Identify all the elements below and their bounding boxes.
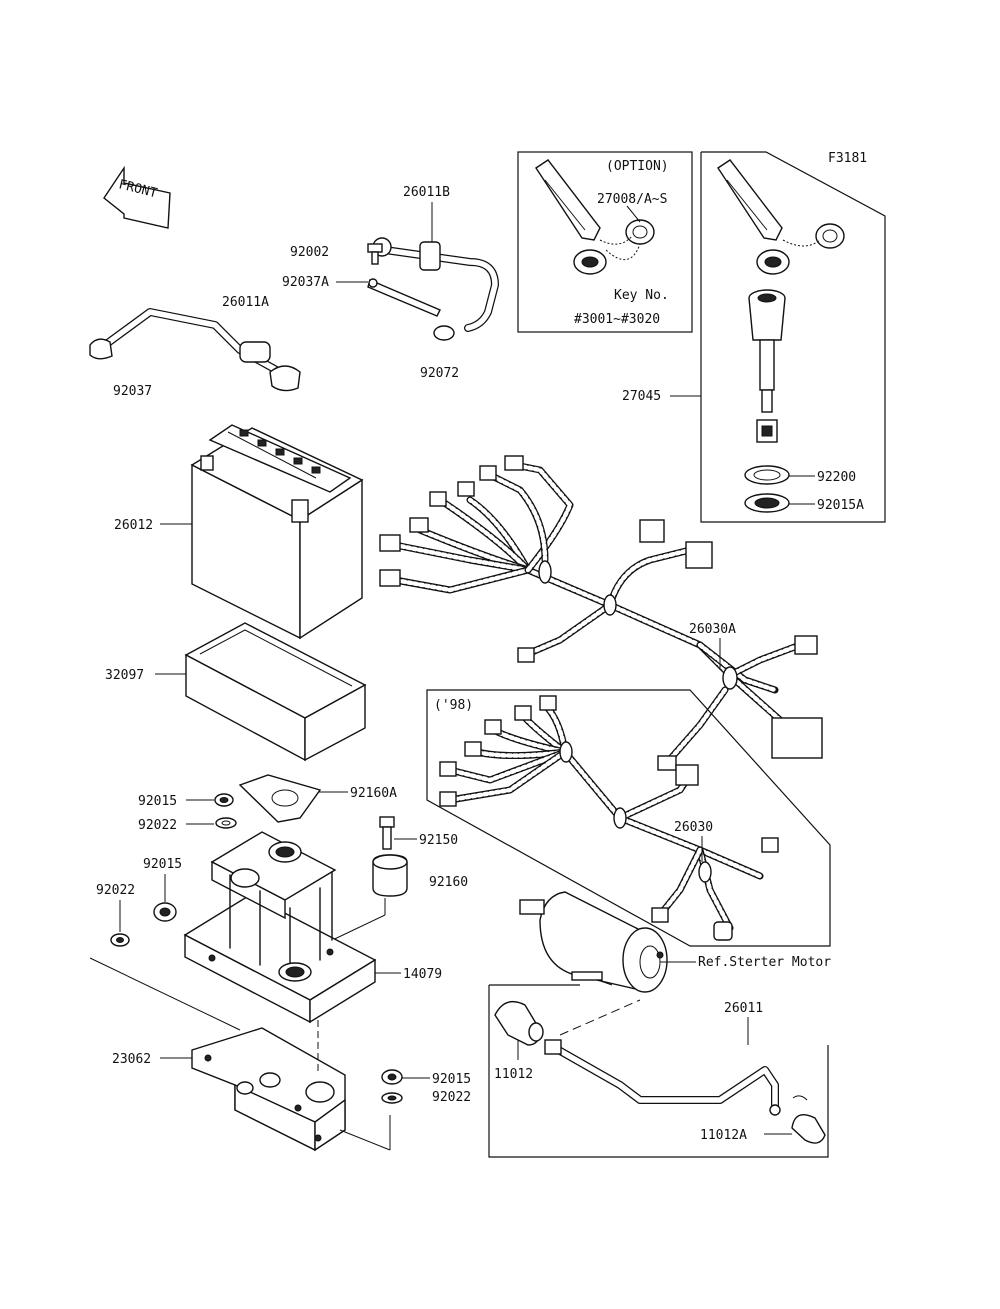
damper-92160-icon <box>372 854 408 897</box>
washer-92022-lower-icon <box>381 1092 403 1104</box>
label-92015-mid: 92015 <box>143 857 182 872</box>
cap-11012-icon <box>494 1001 544 1046</box>
starter-motor-icon <box>519 891 668 993</box>
front-arrow-icon: FRONT <box>103 165 171 229</box>
nut-92015-mid-icon <box>153 902 177 922</box>
ignition-frame <box>700 151 886 523</box>
label-92015-upper: 92015 <box>138 794 177 809</box>
nut-92015-icon <box>214 793 234 807</box>
ignition-switch-icon <box>748 289 786 443</box>
band-92037-icon <box>119 427 158 468</box>
starter-cable-26011-icon <box>544 1039 781 1116</box>
washer-92200-icon <box>744 465 790 485</box>
battery-cable-26011a-icon <box>89 308 301 392</box>
label-26011b: 26011B <box>403 185 450 200</box>
label-11012a: 11012A <box>700 1128 747 1143</box>
label-26030: 26030 <box>674 820 713 835</box>
label-23062: 23062 <box>112 1052 151 1067</box>
guide-line-left <box>89 957 241 1031</box>
label-14079: 14079 <box>403 967 442 982</box>
bolt-92150-icon <box>379 816 395 850</box>
label-92022-left: 92022 <box>96 883 135 898</box>
label-92150: 92150 <box>419 833 458 848</box>
key-no-label: Key No. <box>614 288 669 303</box>
option-frame <box>517 151 693 333</box>
label-92160: 92160 <box>429 875 468 890</box>
bolt-92002-icon <box>367 243 383 265</box>
battery-cable-26011b-icon <box>372 237 499 341</box>
plate-92160a-icon <box>238 774 322 823</box>
label-92037a: 92037A <box>282 275 329 290</box>
label-11012: 11012 <box>494 1067 533 1082</box>
bracket-23062-icon <box>191 1027 346 1152</box>
ref-starter-motor: Ref.Sterter Motor <box>698 955 831 970</box>
label-92015-lower: 92015 <box>432 1072 471 1087</box>
figure-code: F3181 <box>828 151 867 166</box>
nut-92015-lower-icon <box>381 1069 403 1085</box>
label-27045: 27045 <box>622 389 661 404</box>
ignition-key-icon <box>717 159 845 275</box>
label-26011a: 26011A <box>222 295 269 310</box>
label-26012: 26012 <box>114 518 153 533</box>
option-key-icon <box>535 159 655 275</box>
label-32097: 32097 <box>105 668 144 683</box>
label-92037: 92037 <box>113 384 152 399</box>
battery-tray-32097-icon <box>184 622 367 762</box>
nut-92015a-icon <box>744 493 790 513</box>
option-part-number: 27008/A~S <box>597 192 667 207</box>
label-92072: 92072 <box>420 366 459 381</box>
harness-26030a-icon <box>379 455 823 771</box>
label-26011: 26011 <box>724 1001 763 1016</box>
battery-26012-icon <box>190 424 364 640</box>
bracket-14079-icon <box>183 831 377 1024</box>
label-92015a: 92015A <box>817 498 864 513</box>
label-26030a: 26030A <box>689 622 736 637</box>
harness-26030-icon <box>439 695 779 941</box>
label-92002: 92002 <box>290 245 329 260</box>
starter-cable-frame <box>488 985 829 1158</box>
label-92022-upper: 92022 <box>138 818 177 833</box>
label-92160a: 92160A <box>350 786 397 801</box>
option-label: (OPTION) <box>606 159 669 174</box>
key-no-range: #3001~#3020 <box>574 312 660 327</box>
strap-92037a-icon <box>367 278 441 317</box>
label-92200: 92200 <box>817 470 856 485</box>
label-92022-lower: 92022 <box>432 1090 471 1105</box>
year-98-frame <box>426 689 831 947</box>
washer-92022-left-icon <box>110 933 130 947</box>
band-92072-icon <box>422 409 469 467</box>
cap-11012a-icon <box>791 1095 826 1144</box>
washer-92022-icon <box>215 817 237 829</box>
year-98-label: ('98) <box>434 698 473 713</box>
